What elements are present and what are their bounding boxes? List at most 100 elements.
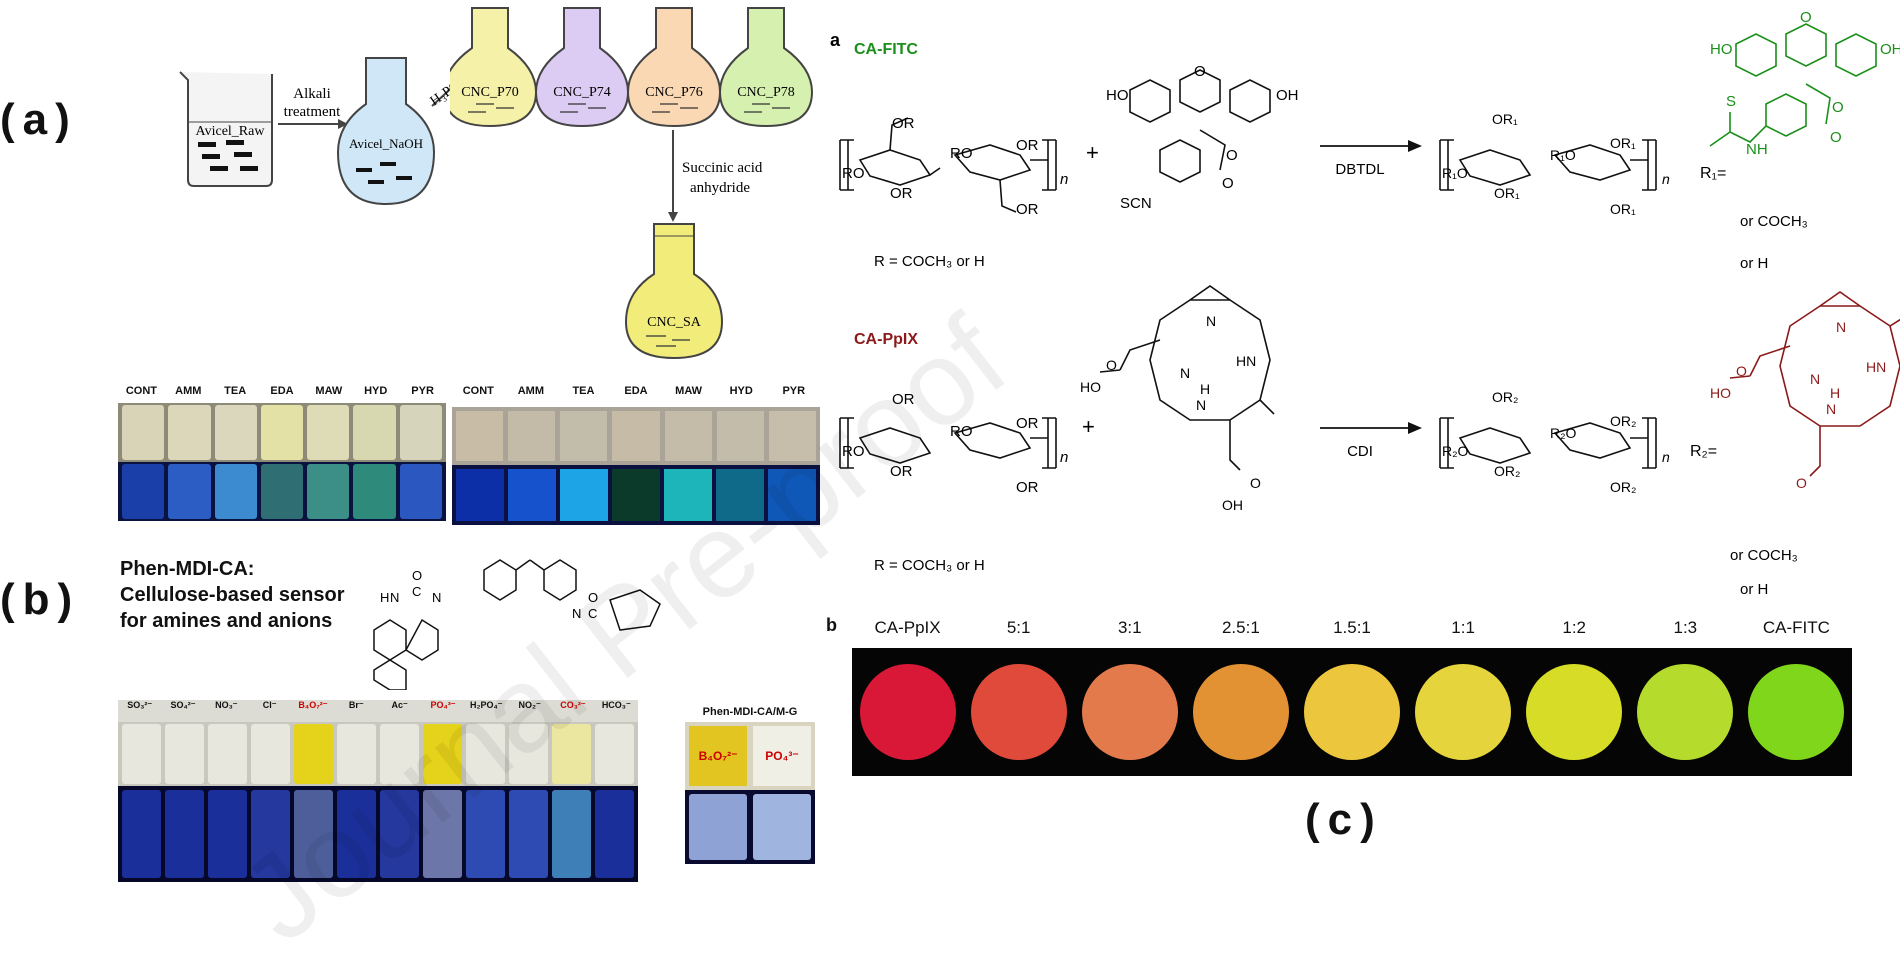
sample-swatch [260,464,304,519]
sample-swatch [768,469,816,521]
sample-swatch [380,790,419,878]
succinic-label-2: anhydride [690,180,750,196]
sample-swatch [294,790,333,878]
r-def-2: R = COCH₃ or H [874,557,985,574]
mg-title: Phen-MDI-CA/M-G [702,706,798,718]
svg-text:H: H [1830,385,1840,401]
sample-label: TEA [224,385,247,397]
ratio-label: 1:3 [1673,618,1698,637]
svg-text:OR: OR [1016,479,1039,496]
svg-text:OR₂: OR₂ [1494,463,1520,479]
sample-swatch [456,411,504,461]
panel-label-a: (a) [0,95,78,144]
color-circle [1081,664,1178,760]
svg-text:R₁O: R₁O [1550,147,1576,163]
ratio-label: 2.5:1 [1221,618,1260,637]
svg-text:HO: HO [1710,41,1733,58]
svg-text:+: + [1082,414,1095,439]
sample-swatch [509,724,548,784]
polymer-reaction-scheme: a CA-FITC CA-PpIX OR RO OR RO OR OR n + … [830,9,1900,598]
svg-text:O: O [1194,63,1206,80]
sample-swatch [208,724,247,784]
svg-text:RO: RO [950,145,973,162]
ratio-label: 3:1 [1117,618,1142,637]
svg-text:O: O [1832,99,1844,116]
sample-swatch [399,464,442,519]
sample-label: NO₃⁻ [215,700,238,710]
svg-text:OR: OR [890,463,913,480]
sample-swatch [353,464,396,519]
sample-swatch [337,790,376,878]
svg-text:O: O [1226,147,1238,164]
svg-text:H: H [380,590,389,605]
sample-swatch [399,405,442,460]
sample-label: HYD [729,385,753,397]
flask-cnc-p70: CNC_P70 [450,7,538,128]
sample-swatch [122,464,165,519]
sample-swatch [122,724,161,784]
sample-label: HCO₃⁻ [601,700,631,710]
svg-text:OR₂: OR₂ [1610,413,1636,429]
sample-swatch [307,464,350,519]
svg-text:N: N [1836,319,1846,335]
sample-label: PO₄³⁻ [430,700,456,710]
sample-swatch [664,411,712,461]
svg-text:OH: OH [1276,87,1299,104]
sample-swatch [689,794,747,860]
svg-text:HO: HO [1106,87,1129,104]
svg-text:n: n [1060,449,1068,466]
svg-text:OR: OR [1016,201,1039,218]
svg-text:SCN: SCN [1120,195,1152,212]
svg-text:N: N [1196,397,1206,413]
sample-swatch [612,469,660,521]
sample-label: H₂PO₄⁻ [470,700,503,710]
sample-label: AMM [517,385,544,397]
svg-text:OR₂: OR₂ [1610,479,1636,495]
svg-text:H: H [1200,381,1210,397]
svg-text:RO: RO [842,165,865,182]
flask-label: CNC_P70 [461,85,519,100]
svg-text:HO: HO [1080,379,1101,395]
svg-text:O: O [412,568,422,583]
sample-swatch [560,469,608,521]
sample-label: Ac⁻ [391,700,408,710]
svg-text:N: N [432,590,441,605]
sample-swatch [466,724,505,784]
mg-vial-top: B₄O₇²⁻ [689,726,747,786]
sample-swatch [214,464,257,519]
color-circle [1637,664,1734,760]
sample-swatch [552,724,591,784]
color-circle [1526,664,1623,760]
sample-label: PYR [782,385,806,397]
sample-label: PYR [411,385,434,397]
flask-label: CNC_P74 [553,85,611,100]
sample-swatch [456,469,504,521]
svg-text:or COCH₃: or COCH₃ [1740,213,1808,230]
svg-text:n: n [1662,171,1670,187]
sample-swatch [122,405,165,460]
svg-text:N: N [572,606,581,621]
color-circle [970,664,1067,760]
beaker-label: Avicel_Raw [196,124,266,139]
svg-text:O: O [1222,175,1234,192]
sample-label: CONT [125,385,158,397]
mg-vials-photo: Phen-MDI-CA/M-G B₄O₇²⁻PO₄³⁻ [685,706,815,864]
svg-text:or COCH₃: or COCH₃ [1730,547,1798,564]
svg-text:C: C [412,584,421,599]
flask-label: CNC_P76 [645,85,703,100]
sample-label: B₄O₇²⁻ [298,700,328,710]
svg-text:CNC_SA: CNC_SA [647,315,702,330]
sample-swatch [294,724,333,784]
color-circles [852,648,1852,776]
sample-label: EDA [270,385,294,397]
svg-text:OR₁: OR₁ [1494,185,1520,201]
sample-swatch [168,405,211,460]
sample-swatch [664,469,712,521]
ca-pplx-title: CA-PpIX [854,331,918,348]
sample-label: AMM [175,385,202,397]
svg-text:treatment: treatment [284,104,341,120]
sample-swatch [122,790,161,878]
svg-text:OH: OH [1222,497,1243,513]
